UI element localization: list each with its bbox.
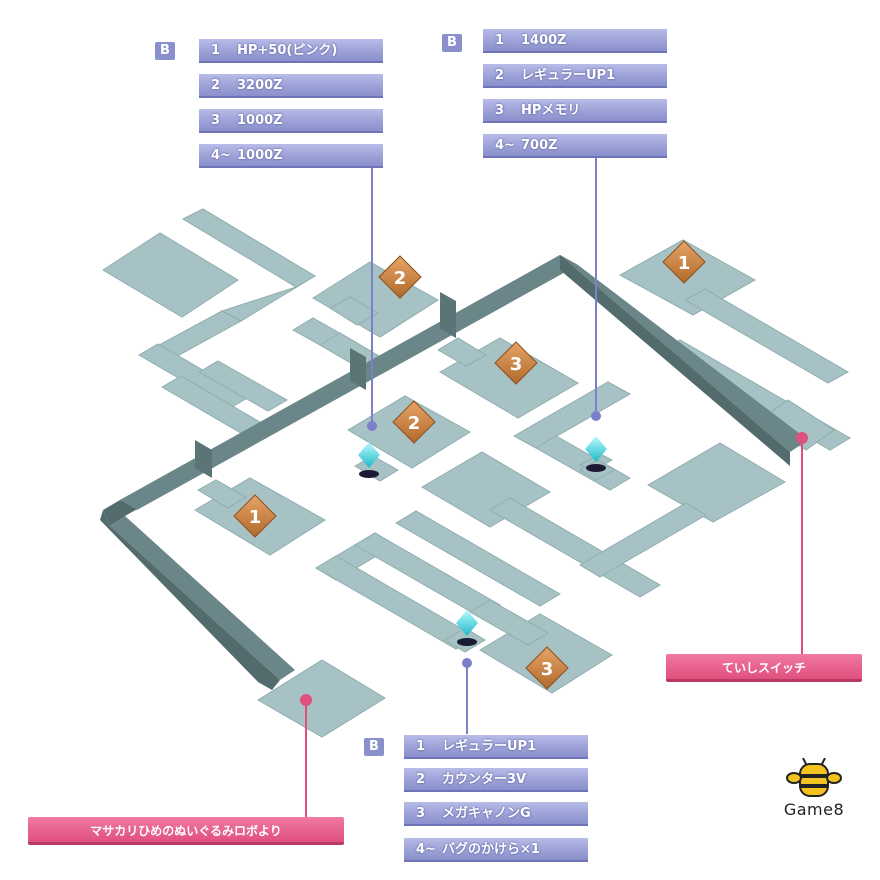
reward-item-num: 4~ bbox=[416, 842, 436, 857]
crystal-icons bbox=[358, 436, 607, 646]
reward-item-text: HP+50(ピンク) bbox=[237, 43, 338, 58]
reward-item-text: 1000Z bbox=[237, 148, 283, 163]
bee-icon bbox=[786, 757, 842, 797]
reward-item-num: 3 bbox=[211, 113, 221, 128]
reward-item: 3 メガキャノンG bbox=[404, 802, 588, 826]
reward-item: 2 レギュラーUP1 bbox=[483, 64, 667, 88]
svg-text:1: 1 bbox=[249, 507, 262, 528]
reward-item-num: 3 bbox=[495, 103, 505, 118]
room-badge-top-right-1: 1 bbox=[662, 240, 706, 284]
svg-text:2: 2 bbox=[394, 268, 407, 289]
leader-lines bbox=[300, 158, 808, 817]
reward-item-num: 1 bbox=[495, 33, 505, 48]
reward-item-num: 3 bbox=[416, 806, 426, 821]
reward-marker-b: B bbox=[442, 34, 462, 52]
floor-tiles bbox=[102, 208, 851, 738]
walls bbox=[100, 255, 808, 690]
reward-item-num: 1 bbox=[416, 739, 426, 754]
reward-item-text: HPメモリ bbox=[521, 103, 581, 118]
reward-item-text: レギュラーUP1 bbox=[521, 68, 616, 83]
svg-text:1: 1 bbox=[678, 253, 691, 274]
reward-item-num: 4~ bbox=[211, 148, 231, 163]
robot-source-callout: マサカリひめのぬいぐるみロボより bbox=[28, 817, 344, 845]
reward-marker-b: B bbox=[364, 738, 384, 756]
svg-text:3: 3 bbox=[510, 354, 523, 375]
reward-item-text: バグのかけら×1 bbox=[442, 842, 540, 857]
reward-item-text: カウンター3V bbox=[442, 772, 527, 787]
reward-item-num: 1 bbox=[211, 43, 221, 58]
reward-item: 1 HP+50(ピンク) bbox=[199, 39, 383, 63]
room-badge-bottom-3: 3 bbox=[525, 646, 569, 690]
reward-item-text: 1400Z bbox=[521, 33, 567, 48]
reward-item: 3 1000Z bbox=[199, 109, 383, 133]
reward-item-num: 2 bbox=[211, 78, 221, 93]
room-badge-left-1: 1 bbox=[233, 494, 277, 538]
reward-item: 2 カウンター3V bbox=[404, 768, 588, 792]
reward-item: 4~ 1000Z bbox=[199, 144, 383, 168]
reward-item-num: 2 bbox=[495, 68, 505, 83]
reward-item-text: メガキャノンG bbox=[442, 806, 531, 821]
reward-item: 1 1400Z bbox=[483, 29, 667, 53]
room-badge-top-left-2: 2 bbox=[378, 255, 422, 299]
reward-item-num: 4~ bbox=[495, 138, 515, 153]
crystal-icon bbox=[456, 610, 478, 646]
reward-item-num: 2 bbox=[416, 772, 426, 787]
reward-item-text: レギュラーUP1 bbox=[442, 739, 537, 754]
reward-item-text: 3200Z bbox=[237, 78, 283, 93]
stop-switch-callout: ていしスイッチ bbox=[666, 654, 862, 682]
crystal-icon bbox=[358, 442, 380, 478]
reward-item: 1 レギュラーUP1 bbox=[404, 735, 588, 759]
crystal-icon bbox=[585, 436, 607, 472]
reward-marker-b: B bbox=[155, 42, 175, 60]
game8-logo: Game8 bbox=[776, 757, 852, 822]
reward-item-text: 700Z bbox=[521, 138, 558, 153]
room-badge-center-3: 3 bbox=[494, 341, 538, 385]
room-badge-center-2: 2 bbox=[392, 400, 436, 444]
svg-text:3: 3 bbox=[541, 659, 554, 680]
reward-item: 2 3200Z bbox=[199, 74, 383, 98]
reward-item: 3 HPメモリ bbox=[483, 99, 667, 123]
reward-item-text: 1000Z bbox=[237, 113, 283, 128]
reward-item: 4~ バグのかけら×1 bbox=[404, 838, 588, 862]
room-badges: 2 1 3 2 1 3 bbox=[233, 240, 706, 690]
logo-text: Game8 bbox=[783, 800, 845, 819]
svg-text:2: 2 bbox=[408, 413, 421, 434]
reward-item: 4~ 700Z bbox=[483, 134, 667, 158]
